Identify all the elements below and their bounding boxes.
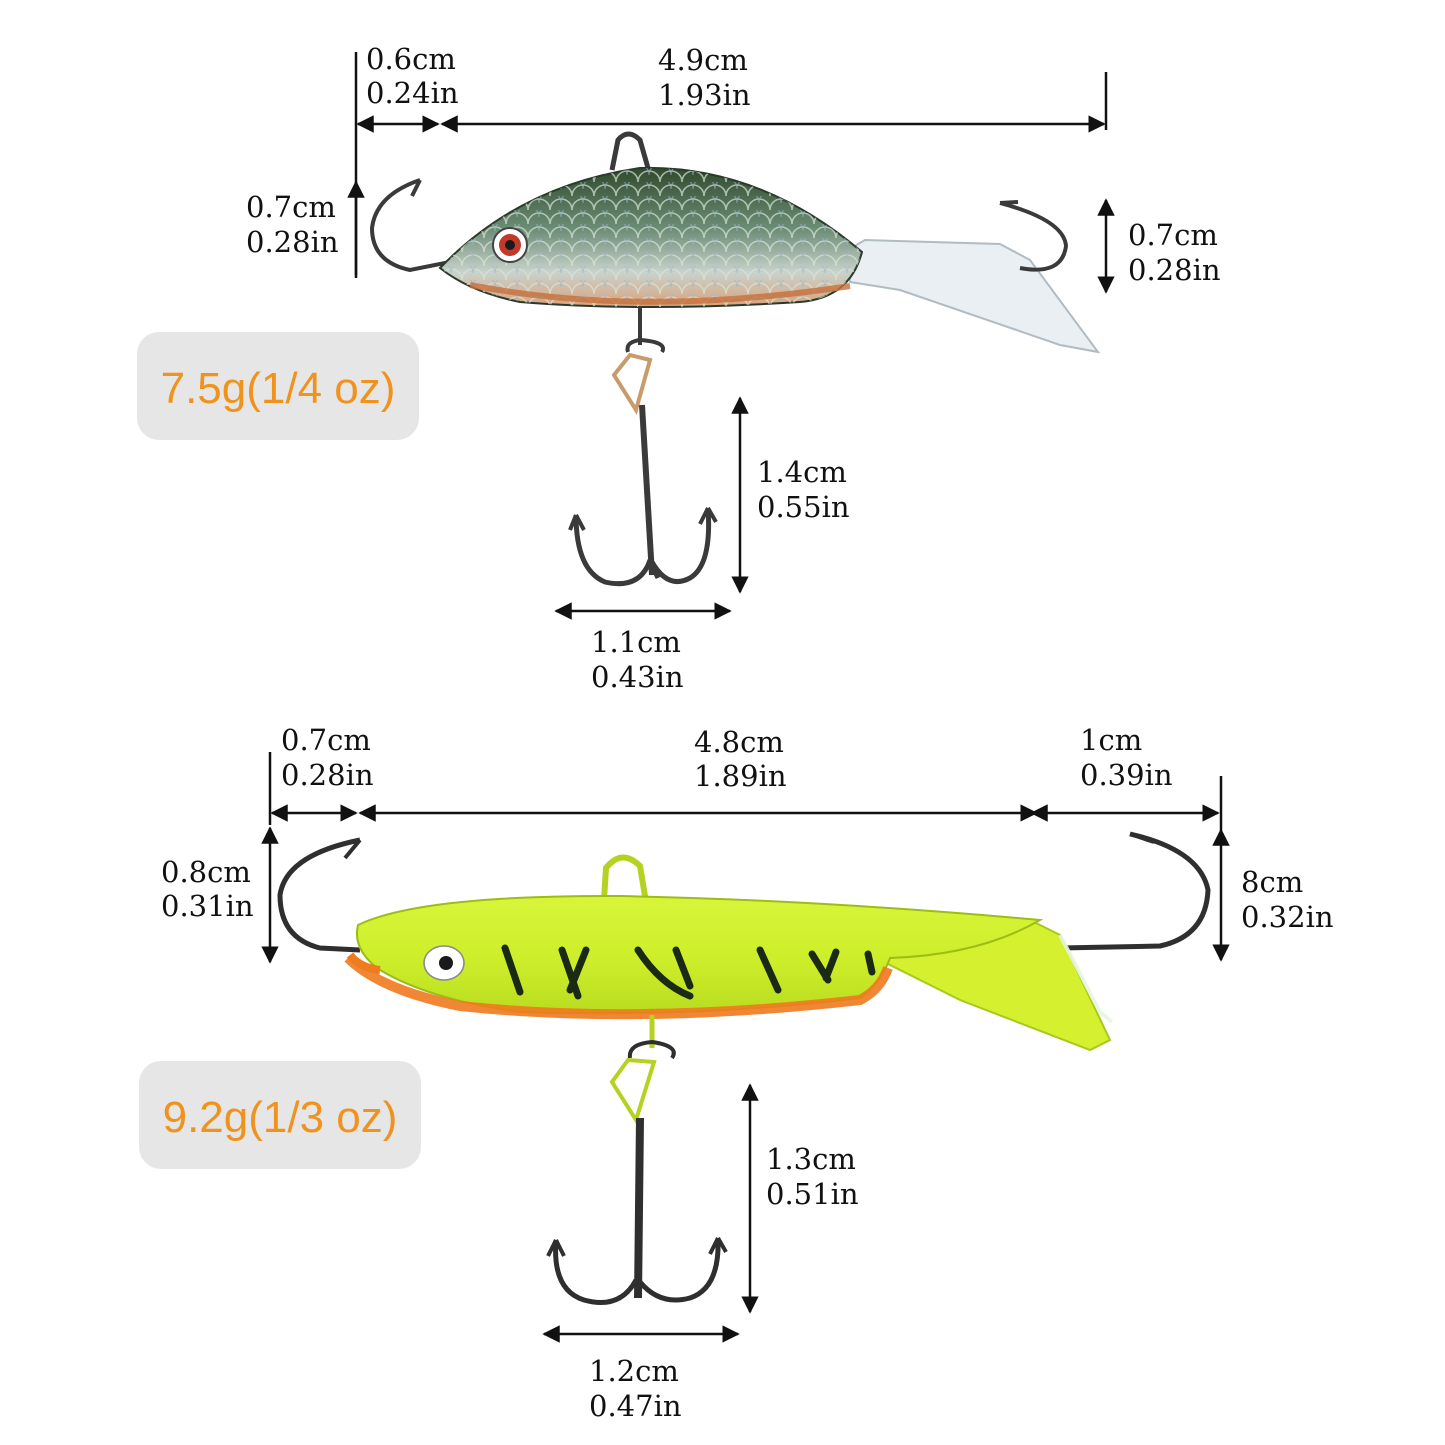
lure-top: [369, 131, 1101, 587]
dim-label: 0.47in: [589, 1389, 682, 1423]
dim-label: 1.3cm: [766, 1142, 856, 1176]
dim-label: 0.51in: [766, 1177, 859, 1211]
bottom-dimension-labels: 0.7cm 0.28in 4.8cm 1.89in 1cm 0.39in 0.8…: [161, 723, 1334, 1423]
dim-label: 1.2cm: [589, 1354, 679, 1388]
dim-label: 0.24in: [366, 76, 459, 110]
dim-label: 0.32in: [1241, 900, 1334, 934]
weight-badge-bottom: 9.2g(1/3 oz): [139, 1061, 421, 1169]
dim-label: 0.7cm: [246, 190, 336, 224]
weight-label: 7.5g(1/4 oz): [161, 364, 396, 413]
dim-label: 0.6cm: [366, 42, 456, 76]
dim-label: 1.93in: [658, 78, 751, 112]
split-ring: [611, 352, 653, 415]
split-ring: [609, 1057, 657, 1125]
dim-label: 0.39in: [1080, 758, 1173, 792]
line-tie-eye: [601, 854, 649, 903]
dim-label: 0.31in: [161, 889, 254, 923]
dim-label: 0.43in: [591, 660, 684, 694]
bottom-dimension-lines: [261, 752, 1230, 1343]
front-hook: [277, 837, 361, 953]
treble-hook: [634, 1117, 644, 1299]
dim-label: 0.8cm: [161, 855, 251, 889]
top-dimension-labels: 0.6cm 0.24in 4.9cm 1.93in 0.7cm 0.28in 0…: [246, 42, 1221, 694]
body-stripes: [501, 944, 876, 1000]
dim-label: 1.89in: [694, 759, 787, 793]
dim-label: 4.9cm: [658, 43, 748, 77]
dim-label: 0.7cm: [281, 723, 371, 757]
line-tie-eye: [609, 131, 653, 176]
weight-label: 9.2g(1/3 oz): [163, 1093, 398, 1142]
dim-label: 1.4cm: [757, 455, 847, 489]
dim-label: 1.1cm: [591, 625, 681, 659]
front-hook: [369, 178, 451, 273]
dim-label: 4.8cm: [694, 725, 784, 759]
dim-label: 0.55in: [757, 490, 850, 524]
top-dimension-lines: [347, 52, 1115, 620]
dim-label: 0.28in: [281, 758, 374, 792]
rear-hook: [999, 201, 1069, 272]
lure-bottom: [277, 831, 1211, 1305]
rear-hook: [1059, 831, 1211, 951]
dim-label: 0.28in: [1128, 253, 1221, 287]
dim-label: 0.28in: [246, 225, 339, 259]
dim-label: 1cm: [1080, 723, 1142, 757]
dim-label: 0.7cm: [1128, 218, 1218, 252]
dim-label: 8cm: [1241, 865, 1303, 899]
treble-hook: [639, 404, 655, 576]
lure-body: [356, 894, 1044, 1015]
weight-badge-top: 7.5g(1/4 oz): [137, 332, 419, 440]
